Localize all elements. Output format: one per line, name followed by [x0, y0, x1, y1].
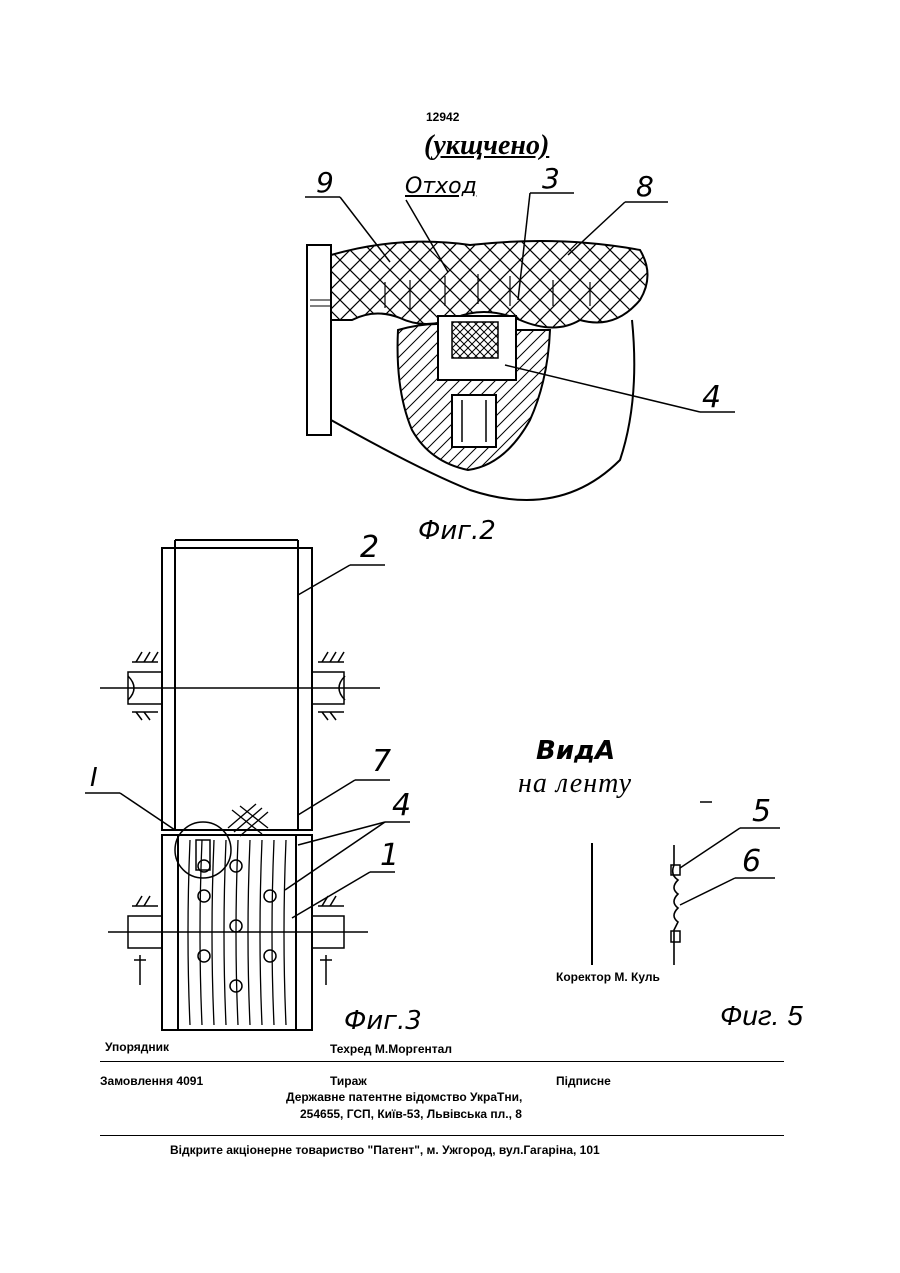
fig5-view-title: ВидА — [536, 736, 615, 766]
fig2-callout-3: 3 — [542, 162, 560, 195]
figure-3 — [85, 540, 410, 1030]
fig2-caption: Фиг.2 — [418, 516, 496, 546]
fig2-blade — [452, 322, 498, 358]
publisher-line: Відкрите акціонерне товариство "Патент",… — [170, 1143, 600, 1157]
fig2-bolt — [452, 395, 496, 447]
fig5-view-subtitle: на ленту — [518, 768, 632, 800]
fig2-left-plate — [307, 245, 331, 435]
fig3-callout-7: 7 — [372, 744, 391, 779]
fig5-caption: Фиг. 5 — [720, 1000, 803, 1032]
fig3-mesh-symbol — [228, 804, 268, 836]
fig2-callout-8: 8 — [636, 170, 654, 203]
fig3-leaders — [85, 565, 410, 918]
imprint-rule-top — [100, 1061, 784, 1062]
fig2-label-otkhod: Отход — [405, 174, 477, 199]
subscription-line: Підписне — [556, 1074, 611, 1088]
imprint-rule-bottom — [100, 1135, 784, 1136]
compiler-line: Упорядник — [105, 1040, 169, 1054]
fig3-caption: Фиг.3 — [344, 1006, 422, 1036]
fig3-callout-4: 4 — [392, 788, 411, 823]
fig3-callout-i: I — [90, 763, 98, 793]
fig2-callout-9: 9 — [316, 166, 334, 199]
techred-line: Техред М.Моргентал — [330, 1042, 452, 1056]
fig2-material-layer — [331, 241, 648, 328]
circulation-line: Тираж — [330, 1074, 367, 1088]
figure-2 — [305, 193, 735, 500]
corrector-line: Коректор М. Куль — [556, 970, 660, 984]
fig2-callout-4: 4 — [702, 380, 721, 415]
order-line: Замовлення 4091 — [100, 1074, 203, 1088]
fig5-leaders — [680, 828, 780, 905]
fig3-callout-2: 2 — [360, 530, 379, 565]
fig3-upper-roller — [162, 548, 312, 830]
office-line-2: 254655, ГСП, Київ-53, Львівська пл., 8 — [300, 1107, 522, 1121]
fig5-callout-6: 6 — [742, 844, 761, 879]
fig3-callout-1: 1 — [380, 838, 399, 873]
fig5-zigzag-element — [673, 845, 678, 965]
fig5-callout-5: 5 — [752, 794, 771, 829]
office-line-1: Державне патентне відомство УкраТни, — [286, 1090, 522, 1104]
